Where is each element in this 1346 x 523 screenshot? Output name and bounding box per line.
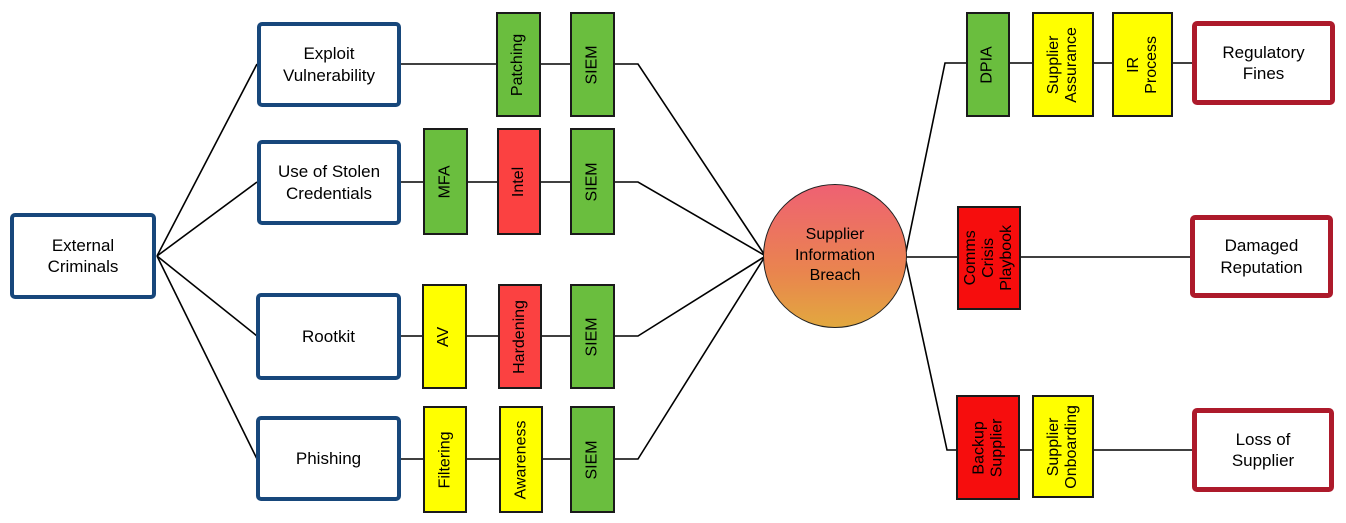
connector (156, 255, 258, 460)
barrier-siem-2[interactable]: SIEM (570, 128, 615, 235)
threat-box-exploit-vulnerability[interactable]: Exploit Vulnerability (257, 22, 401, 107)
barrier-label: Comms Crisis Playbook (962, 225, 1015, 291)
barrier-label: AV (435, 326, 453, 347)
consequence-label: Loss of Supplier (1231, 429, 1295, 470)
barrier-comms-crisis-playbook[interactable]: Comms Crisis Playbook (957, 206, 1021, 310)
barrier-filtering[interactable]: Filtering (423, 406, 467, 513)
barrier-hardening[interactable]: Hardening (498, 284, 542, 389)
barrier-patching[interactable]: Patching (496, 12, 541, 117)
barrier-label: SIEM (583, 44, 601, 85)
threat-source-label: External Criminals (47, 235, 119, 276)
consequence-box-regulatory-fines[interactable]: Regulatory Fines (1192, 21, 1335, 105)
threat-box-rootkit[interactable]: Rootkit (256, 293, 401, 380)
barrier-label: Supplier Assurance (1045, 26, 1080, 103)
barrier-dpia[interactable]: DPIA (966, 12, 1010, 117)
barrier-label: DPIA (979, 45, 997, 84)
barrier-label: Awareness (512, 420, 530, 499)
barrier-siem-3[interactable]: SIEM (570, 284, 615, 389)
barrier-label: SIEM (583, 161, 601, 202)
threat-label: Phishing (295, 448, 362, 468)
barrier-label: Backup Supplier (970, 418, 1005, 477)
barrier-supplier-assurance[interactable]: Supplier Assurance (1032, 12, 1094, 117)
connector (905, 260, 1192, 451)
threat-label: Rootkit (302, 326, 355, 346)
threat-box-stolen-credentials[interactable]: Use of Stolen Credentials (257, 140, 401, 225)
barrier-label: Intel (510, 166, 528, 197)
connector (401, 257, 765, 460)
consequence-label: Damaged Reputation (1220, 236, 1303, 277)
connector (905, 62, 1192, 253)
barrier-av[interactable]: AV (422, 284, 467, 389)
barrier-ir-process[interactable]: IR Process (1112, 12, 1173, 117)
barrier-label: SIEM (583, 316, 601, 357)
barrier-supplier-onboarding[interactable]: Supplier Onboarding (1032, 395, 1094, 498)
consequence-label: Regulatory Fines (1222, 42, 1305, 83)
barrier-label: Hardening (511, 299, 529, 374)
barrier-awareness[interactable]: Awareness (499, 406, 543, 513)
threat-label: Exploit Vulnerability (283, 44, 375, 85)
top-event-circle[interactable]: Supplier Information Breach (763, 184, 907, 328)
barrier-siem-4[interactable]: SIEM (570, 406, 615, 513)
barrier-intel[interactable]: Intel (497, 128, 541, 235)
barrier-siem-1[interactable]: SIEM (570, 12, 615, 117)
consequence-box-damaged-reputation[interactable]: Damaged Reputation (1190, 215, 1333, 298)
barrier-label: IR Process (1124, 35, 1160, 94)
barrier-label: SIEM (583, 439, 601, 480)
barrier-label: MFA (436, 165, 454, 198)
top-event-label: Supplier Information Breach (794, 225, 876, 285)
consequence-box-loss-of-supplier[interactable]: Loss of Supplier (1192, 408, 1334, 492)
barrier-label: Filtering (436, 431, 454, 488)
connector (401, 256, 765, 337)
barrier-label: Supplier Onboarding (1045, 404, 1080, 489)
barrier-mfa[interactable]: MFA (423, 128, 468, 235)
connector (156, 181, 258, 257)
connector (401, 181, 765, 256)
threat-box-phishing[interactable]: Phishing (256, 416, 401, 501)
threat-label: Use of Stolen Credentials (277, 162, 381, 203)
barrier-backup-supplier[interactable]: Backup Supplier (956, 395, 1020, 500)
threat-source-box[interactable]: External Criminals (10, 213, 156, 299)
connector (401, 63, 765, 255)
connector (156, 255, 258, 337)
connector (156, 63, 258, 257)
barrier-label: Patching (509, 33, 527, 96)
